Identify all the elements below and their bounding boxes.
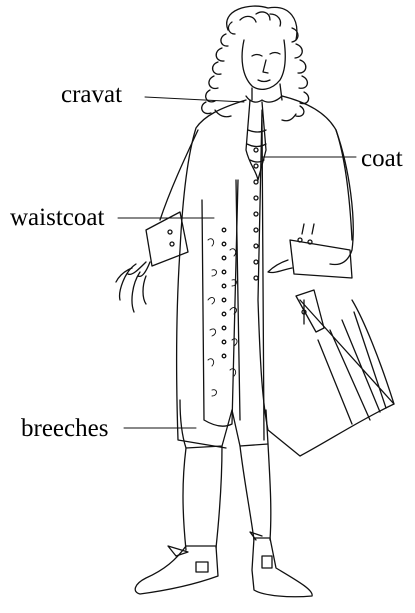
label-breeches: breeches [21, 416, 108, 441]
face [242, 40, 285, 100]
left-arm [116, 130, 198, 312]
cravat-leader-line [145, 97, 244, 102]
waistcoat-drawing [202, 180, 240, 426]
wig [202, 6, 309, 121]
coat-buttons [254, 148, 258, 280]
right-arm [268, 130, 353, 278]
breeches-drawing [180, 400, 268, 448]
shoes [135, 532, 312, 597]
label-cravat: cravat [61, 82, 122, 107]
cravat-drawing [246, 96, 282, 180]
label-waistcoat: waistcoat [10, 205, 104, 230]
label-coat: coat [361, 146, 403, 171]
waistcoat-buttons [222, 228, 226, 358]
